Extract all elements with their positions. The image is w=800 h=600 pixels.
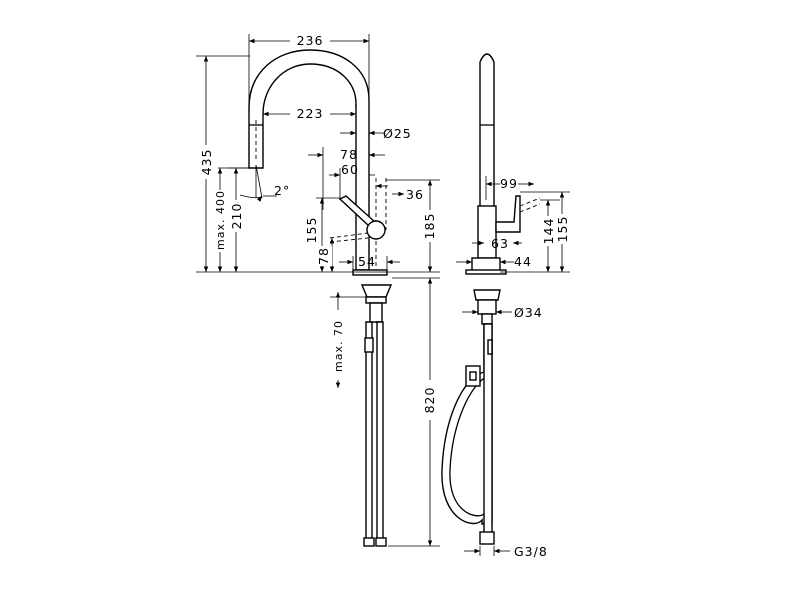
dim-diameter-34: Ø34 (514, 305, 543, 320)
dim-155: 155 (304, 217, 319, 244)
dim-36: 36 (406, 187, 424, 202)
dim-54: 54 (358, 254, 376, 269)
front-dimensions: 236 223 Ø25 78 60 36 435 max. 400 (196, 33, 440, 547)
dim-155-side: 155 (555, 216, 570, 243)
dim-angle-2: 2° (274, 183, 290, 198)
dim-diameter-25: Ø25 (383, 126, 412, 141)
dim-210: 210 (229, 203, 244, 230)
dim-max-70: max. 70 (332, 320, 345, 372)
side-dimensions: 99 144 155 63 44 Ø34 G3/8 (456, 176, 570, 559)
dim-78: 78 (340, 147, 358, 162)
handle-knob (366, 220, 386, 240)
hose-left (365, 321, 373, 541)
dim-max-400: max. 400 (214, 190, 227, 250)
dim-thread-g38: G3/8 (514, 544, 548, 559)
front-view (248, 49, 393, 547)
side-view (441, 53, 541, 545)
dim-44: 44 (514, 254, 532, 269)
dim-63: 63 (491, 236, 509, 251)
dim-78-vertical: 78 (316, 247, 331, 265)
dim-223: 223 (297, 106, 324, 121)
side-spout (479, 53, 495, 227)
hose-right (376, 321, 384, 541)
dim-435: 435 (199, 149, 214, 176)
dim-144: 144 (541, 218, 556, 245)
dim-60: 60 (341, 162, 359, 177)
side-lever (495, 195, 521, 233)
faucet-body (355, 100, 370, 271)
dim-236: 236 (297, 33, 324, 48)
dim-99: 99 (500, 176, 518, 191)
dim-185: 185 (422, 213, 437, 240)
dim-820: 820 (422, 387, 437, 414)
